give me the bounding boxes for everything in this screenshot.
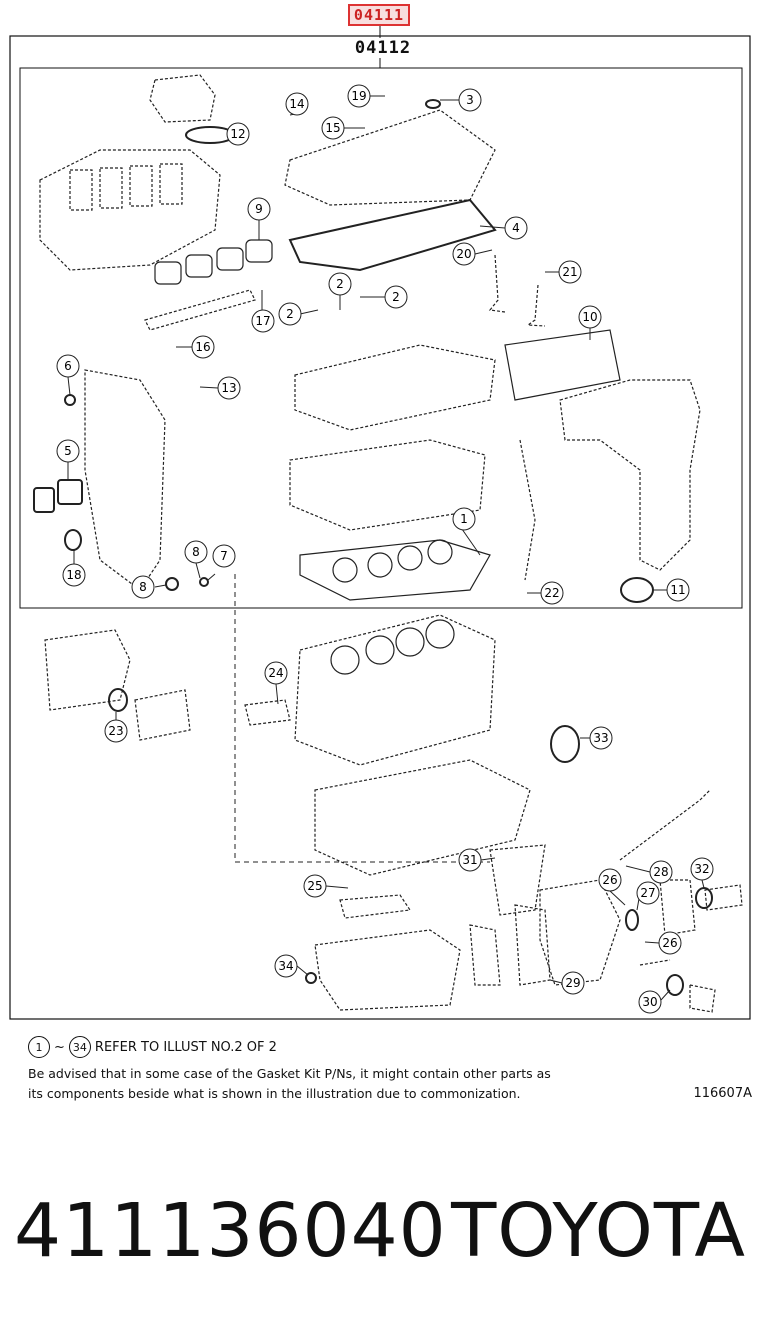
- callout-17: 17: [251, 290, 275, 333]
- svg-text:17: 17: [255, 314, 270, 328]
- advisory-line-2: its components beside what is shown in t…: [28, 1086, 521, 1101]
- svg-text:31: 31: [462, 853, 477, 867]
- callout-33: 33: [580, 726, 613, 750]
- range-end-marker: 34: [68, 1036, 91, 1058]
- callout-14: 14: [285, 92, 309, 116]
- svg-text:11: 11: [670, 583, 685, 597]
- svg-text:4: 4: [512, 221, 520, 235]
- callout-12: 12: [226, 122, 250, 146]
- callout-15: 15: [321, 116, 365, 140]
- advisory-text: Be advised that in some case of the Gask…: [28, 1064, 628, 1104]
- svg-text:3: 3: [466, 93, 474, 107]
- callout-26a: 26: [598, 868, 626, 906]
- callout-9: 9: [247, 197, 271, 240]
- callout-2a: 2: [328, 272, 352, 310]
- svg-text:8: 8: [192, 545, 200, 559]
- svg-text:28: 28: [653, 865, 668, 879]
- range-separator: ~: [54, 1039, 65, 1055]
- outer-frame: [9, 35, 751, 1020]
- refer-note: 1 ~ 34 REFER TO ILLUST NO.2 OF 2: [28, 1036, 277, 1058]
- svg-text:26: 26: [602, 873, 617, 887]
- svg-text:18: 18: [66, 568, 81, 582]
- callout-27: 27: [636, 881, 660, 911]
- svg-text:19: 19: [351, 89, 366, 103]
- svg-text:2: 2: [336, 277, 344, 291]
- callout-19: 19: [347, 84, 385, 108]
- part-number: 411136040: [14, 1188, 447, 1274]
- callout-4: 4: [479, 216, 528, 240]
- svg-text:13: 13: [221, 381, 236, 395]
- exploded-parts-diagram: 1 2 2 2 3 4 5 6 7 8 8 9 10 11 12 13 14 1…: [9, 26, 751, 1020]
- svg-text:26: 26: [662, 936, 677, 950]
- callout-markers: 1 2 2 2 3 4 5 6 7 8 8 9 10 11 12 13 14 1…: [56, 84, 714, 1014]
- svg-text:9: 9: [255, 202, 263, 216]
- inner-kit-frame: [19, 67, 743, 609]
- svg-text:6: 6: [64, 359, 72, 373]
- callout-3: 3: [440, 88, 482, 112]
- svg-text:34: 34: [278, 959, 293, 973]
- callout-31: 31: [458, 848, 496, 872]
- callout-21: 21: [545, 260, 582, 284]
- callout-2c: 2: [278, 302, 319, 326]
- svg-text:1: 1: [460, 512, 468, 526]
- callout-34: 34: [274, 954, 309, 978]
- callout-5: 5: [56, 439, 80, 480]
- svg-text:8: 8: [139, 580, 147, 594]
- svg-text:2: 2: [286, 307, 294, 321]
- svg-text:27: 27: [640, 886, 655, 900]
- callout-20: 20: [452, 242, 493, 266]
- svg-text:5: 5: [64, 444, 72, 458]
- callout-22: 22: [527, 581, 564, 605]
- callout-28: 28: [625, 860, 673, 884]
- callout-11: 11: [652, 578, 690, 602]
- callout-30: 30: [638, 989, 671, 1014]
- callout-16: 16: [176, 335, 215, 359]
- callout-6: 6: [56, 354, 80, 396]
- range-start-marker: 1: [28, 1036, 50, 1058]
- svg-text:30: 30: [642, 995, 657, 1009]
- callout-13: 13: [199, 376, 241, 400]
- callout-32: 32: [690, 857, 714, 889]
- callout-25: 25: [303, 874, 349, 898]
- callout-23: 23: [104, 712, 128, 743]
- illustration-code: 116607A: [693, 1086, 752, 1101]
- svg-text:33: 33: [593, 731, 608, 745]
- svg-text:22: 22: [544, 586, 559, 600]
- svg-text:15: 15: [325, 121, 340, 135]
- advisory-line-1: Be advised that in some case of the Gask…: [28, 1066, 551, 1081]
- svg-text:16: 16: [195, 340, 210, 354]
- svg-text:23: 23: [108, 724, 123, 738]
- svg-text:7: 7: [220, 549, 228, 563]
- callout-24: 24: [264, 661, 288, 705]
- svg-text:32: 32: [694, 862, 709, 876]
- svg-text:20: 20: [456, 247, 471, 261]
- kit-ref-number: 04112: [354, 38, 412, 58]
- brand-name: TOYOTA: [451, 1188, 746, 1274]
- callout-29: 29: [549, 971, 585, 995]
- callout-2b: 2: [360, 285, 408, 309]
- svg-text:14: 14: [289, 97, 304, 111]
- callout-8a: 8: [184, 540, 208, 579]
- callout-8b: 8: [131, 575, 167, 599]
- callout-18: 18: [62, 550, 86, 587]
- svg-text:29: 29: [565, 976, 580, 990]
- seal-rings: [33, 99, 713, 996]
- callout-1: 1: [452, 507, 481, 556]
- svg-text:24: 24: [268, 666, 283, 680]
- svg-text:21: 21: [562, 265, 577, 279]
- part-outlines: [39, 74, 743, 1013]
- svg-text:25: 25: [307, 879, 322, 893]
- refer-text: REFER TO ILLUST NO.2 OF 2: [94, 1039, 277, 1055]
- callout-10: 10: [578, 305, 602, 340]
- callout-26b: 26: [644, 931, 682, 955]
- svg-text:12: 12: [230, 127, 245, 141]
- svg-text:10: 10: [582, 310, 597, 324]
- svg-text:2: 2: [392, 290, 400, 304]
- callout-7: 7: [207, 544, 236, 581]
- highlighted-ref-number[interactable]: 04111: [348, 4, 410, 26]
